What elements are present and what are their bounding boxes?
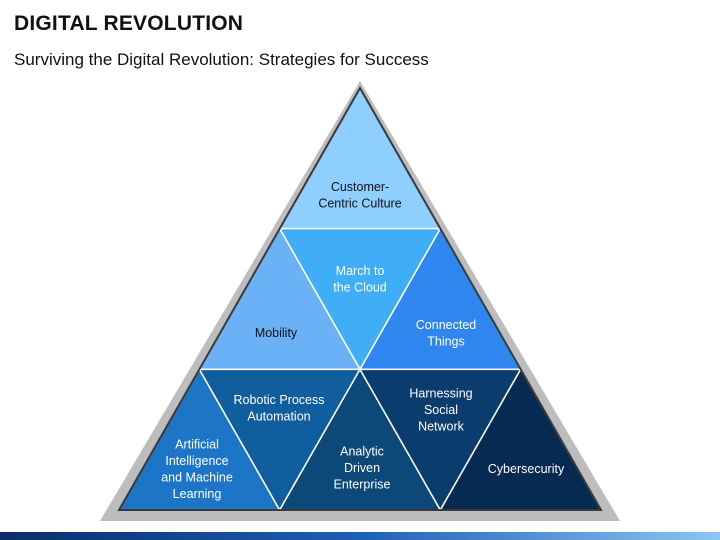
segment-artificial-intelligence-label-line: Intelligence xyxy=(165,454,228,468)
segment-artificial-intelligence-label-line: Learning xyxy=(173,487,222,501)
segment-march-to-the-cloud-label: March to the Cloud xyxy=(333,264,387,295)
segment-customer-centric-culture-label: Customer- Centric Culture xyxy=(318,180,401,211)
segment-harnessing-social-network-label-line: Harnessing xyxy=(409,387,472,401)
segment-march-to-the-cloud-label-line: the Cloud xyxy=(333,280,387,294)
segment-mobility-label-line: Mobility xyxy=(255,326,298,340)
segment-artificial-intelligence-label-line: Artificial xyxy=(175,437,219,451)
segment-analytic-driven-enterprise-label-line: Enterprise xyxy=(334,478,391,492)
segment-artificial-intelligence-label-line: and Machine xyxy=(161,470,233,484)
segment-robotic-process-automation-label-line: Robotic Process xyxy=(233,393,324,407)
segment-analytic-driven-enterprise-label-line: Analytic xyxy=(340,445,384,459)
segment-analytic-driven-enterprise-label-line: Driven xyxy=(344,461,380,475)
pyramid-inner-outline xyxy=(117,85,603,511)
segment-harnessing-social-network-label-line: Network xyxy=(418,420,465,434)
bottom-accent-bar xyxy=(0,532,720,540)
segment-march-to-the-cloud-label-line: March to xyxy=(336,264,385,278)
segment-connected-things-label-line: Connected xyxy=(416,318,477,332)
segment-customer-centric-culture-label-line: Customer- xyxy=(331,180,389,194)
segment-cybersecurity-label-line: Cybersecurity xyxy=(488,462,565,476)
segment-cybersecurity-label: Cybersecurity xyxy=(488,462,565,476)
page-title: DIGITAL REVOLUTION xyxy=(14,12,244,35)
segment-connected-things-label-line: Things xyxy=(427,334,465,348)
pyramid-segments xyxy=(118,87,602,511)
segment-robotic-process-automation-label-line: Automation xyxy=(247,409,310,423)
segment-customer-centric-culture-label-line: Centric Culture xyxy=(318,196,401,210)
page-subtitle: Surviving the Digital Revolution: Strate… xyxy=(14,50,429,69)
segment-harnessing-social-network-label-line: Social xyxy=(424,403,458,417)
segment-mobility-label: Mobility xyxy=(255,326,298,340)
